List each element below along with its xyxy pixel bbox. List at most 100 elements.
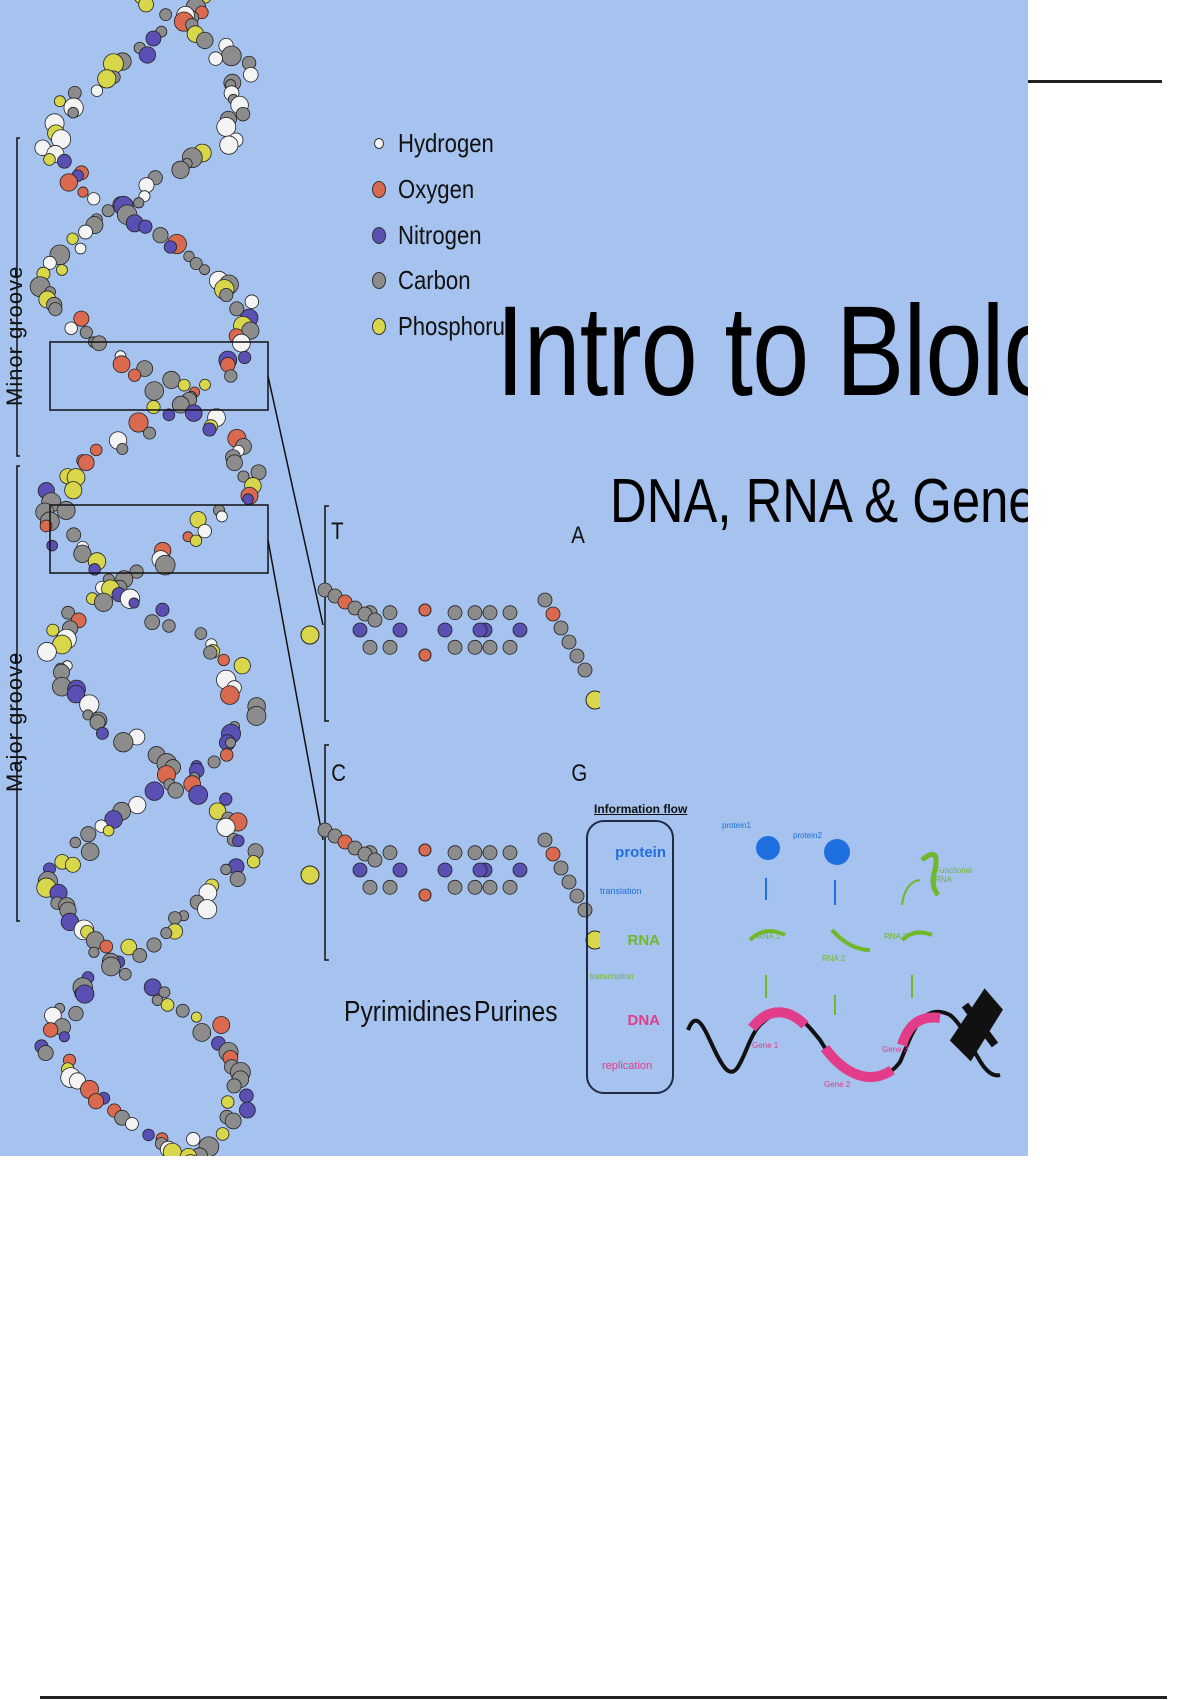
base-a-label: A xyxy=(571,522,585,549)
helix-atom xyxy=(152,227,169,244)
sugar-atom xyxy=(537,832,553,848)
helix-atom xyxy=(162,619,176,633)
helix-atom xyxy=(239,1101,256,1119)
base-atom xyxy=(437,862,453,878)
base-atom xyxy=(472,622,488,638)
helix-atom xyxy=(177,378,191,392)
base-atom xyxy=(502,845,518,861)
helix-atom xyxy=(155,602,170,617)
helix-atom xyxy=(53,95,66,108)
helix-atom xyxy=(88,563,101,576)
helix-atom xyxy=(59,173,78,192)
helix-atom xyxy=(183,250,195,262)
protein2-icon xyxy=(824,839,850,865)
helix-atom xyxy=(128,412,149,433)
helix-atom xyxy=(208,802,227,820)
helix-atom xyxy=(171,160,190,179)
hydrogen-dot-icon xyxy=(374,137,384,149)
helix-atom xyxy=(128,796,147,815)
helix-atom xyxy=(185,1154,196,1156)
helix-atom xyxy=(90,443,103,457)
helix-atom xyxy=(159,8,172,21)
helix-atom xyxy=(68,1006,84,1022)
helix-atom xyxy=(199,264,210,276)
gene3-label: Gene 3 xyxy=(882,1045,909,1054)
translation-arrow-icon xyxy=(765,878,836,905)
helix-atom xyxy=(136,360,154,377)
flow-dna: DNA xyxy=(627,1012,661,1029)
base-atom xyxy=(482,639,498,655)
helix-atom xyxy=(196,31,214,50)
legend-item-carbon: Carbon xyxy=(372,265,483,295)
protein1-label: protein1 xyxy=(722,821,751,830)
gene1-label: Gene 1 xyxy=(752,1041,779,1050)
helix-atom xyxy=(138,46,156,64)
helix-atom xyxy=(145,30,162,47)
oxygen-atom xyxy=(418,843,432,857)
base-c-label: C xyxy=(331,760,347,787)
helix-atom xyxy=(37,1045,54,1061)
helix-atom xyxy=(217,653,230,667)
helix-atom xyxy=(225,737,237,749)
helix-atom xyxy=(67,106,79,119)
phosphorus-dot-icon xyxy=(372,317,386,335)
gene-expression-diagram xyxy=(686,836,1003,1082)
helix-atom xyxy=(232,834,245,848)
functional-rna-icon xyxy=(920,851,941,897)
nitrogen-dot-icon xyxy=(372,226,386,244)
helix-atom xyxy=(235,106,251,122)
oxygen-atom xyxy=(418,603,432,617)
base-atom xyxy=(382,845,398,861)
helix-atom xyxy=(125,1117,139,1131)
helix-atom xyxy=(190,1011,202,1023)
legend-label: Nitrogen xyxy=(398,219,482,250)
helix-atom xyxy=(202,422,217,437)
helix-atom xyxy=(146,937,162,953)
base-atom xyxy=(447,639,463,655)
helix-atom xyxy=(219,135,239,155)
oxygen-atom xyxy=(418,648,432,662)
helix-atom xyxy=(215,1127,230,1141)
base-atom xyxy=(467,605,483,621)
flow-replication: replication xyxy=(602,1060,653,1072)
helix-atom xyxy=(79,325,93,339)
helix-atom xyxy=(162,370,181,389)
helix-atom xyxy=(88,946,100,958)
helix-atom xyxy=(220,748,234,762)
helix-atom xyxy=(212,1016,231,1034)
oxygen-dot-icon xyxy=(372,180,386,198)
helix-atom xyxy=(77,186,89,198)
helix-atom xyxy=(73,310,90,327)
helix-atom xyxy=(246,705,267,726)
slide: Minor groove Major groove Hydrogen Oxyge… xyxy=(0,0,1028,1156)
helix-atom xyxy=(158,986,171,999)
helix-atom xyxy=(56,501,76,520)
phosphorus-atom xyxy=(300,625,320,645)
helix-atom xyxy=(238,350,252,364)
helix-atom xyxy=(57,153,72,169)
base-atom xyxy=(467,879,483,895)
helix-atom xyxy=(64,856,81,873)
chromosome-strand xyxy=(686,1010,1001,1079)
helix-atom xyxy=(142,1128,155,1142)
helix-atom xyxy=(127,368,142,382)
gene2-label: Gene 2 xyxy=(824,1080,851,1089)
major-groove-label: Major groove xyxy=(2,651,27,792)
helix-atom xyxy=(66,527,82,543)
slide-title: Intro to Blology xyxy=(496,280,1028,423)
flow-rna: RNA xyxy=(627,932,661,949)
pyrimidines-label: Pyrimidines xyxy=(344,996,472,1028)
helix-atom xyxy=(160,927,173,940)
base-atom xyxy=(352,862,368,878)
helix-atom xyxy=(180,1147,197,1156)
helix-atom xyxy=(171,395,190,414)
base-atom xyxy=(502,605,518,621)
base-atom xyxy=(362,879,378,895)
base-atom xyxy=(467,639,483,655)
helix-atom xyxy=(162,408,176,422)
sugar-atom xyxy=(561,634,577,650)
helix-atom xyxy=(133,197,145,209)
helix-atom xyxy=(61,605,75,620)
helix-atom xyxy=(243,66,259,83)
oxygen-atom xyxy=(418,888,432,902)
